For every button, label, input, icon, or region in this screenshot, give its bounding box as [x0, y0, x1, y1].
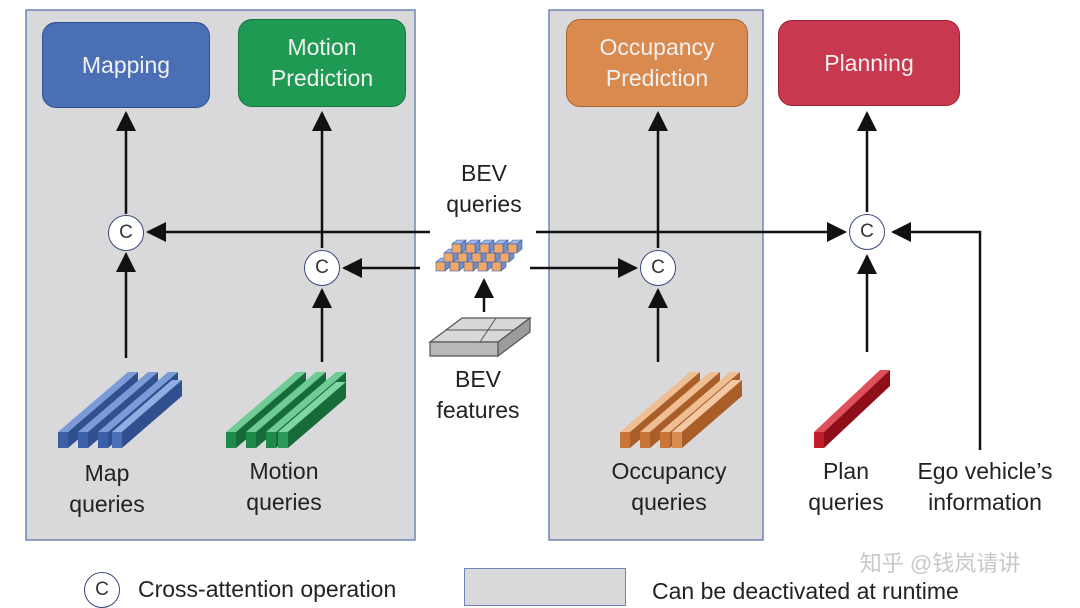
bev-query-cube: [449, 261, 460, 272]
arrow-ego-to-c4: [891, 222, 982, 450]
watermark: 知乎 @钱岚请讲: [859, 551, 1021, 576]
ego-vehicle-info-label: Ego vehicle’s information: [917, 458, 1053, 515]
bev-query-cube: [471, 252, 482, 263]
bev-query-cube: [443, 252, 454, 263]
plan-queries-label: Plan queries: [808, 458, 884, 515]
legend-deactivatable-text: Can be deactivated at runtime: [652, 578, 959, 604]
arrows: [116, 111, 982, 450]
cross-attention-node-planning: C: [849, 214, 885, 250]
planning-module: Planning: [778, 20, 960, 106]
bev-query-cube: [465, 243, 476, 254]
cross-attention-node-motion: C: [304, 250, 340, 286]
bev-queries-label: BEV queries: [446, 160, 522, 217]
bev-query-cube: [491, 261, 502, 272]
bev-query-cube: [479, 243, 490, 254]
bev-query-cube: [457, 252, 468, 263]
cross-attention-node-occupancy: C: [640, 250, 676, 286]
plan-queries-icon: [814, 370, 890, 448]
motion-queries-icon: [226, 372, 346, 448]
bev-query-cube: [463, 261, 474, 272]
bev-query-cube: [485, 252, 496, 263]
bev-query-cube: [499, 252, 510, 263]
motion-prediction-module: Motion Prediction: [238, 19, 406, 107]
occupancy-queries-icon: [620, 372, 742, 448]
map-queries-icon: [58, 372, 182, 448]
bev-query-cube: [451, 243, 462, 254]
legend-cross-attention-symbol: C: [84, 572, 120, 608]
occupancy-prediction-module: Occupancy Prediction: [566, 19, 748, 107]
bev-query-cube: [477, 261, 488, 272]
map-queries-label: Map queries: [69, 460, 145, 517]
cross-attention-node-mapping: C: [108, 215, 144, 251]
mapping-module: Mapping: [42, 22, 210, 108]
bev-query-cube: [493, 243, 504, 254]
bev-query-cube: [507, 243, 518, 254]
legend-cross-attention-text: Cross-attention operation: [138, 576, 397, 602]
motion-queries-label: Motion queries: [246, 458, 322, 515]
occupancy-queries-label: Occupancy queries: [611, 458, 727, 515]
bev-queries-icon: [435, 239, 523, 272]
bev-features-icon: [428, 316, 532, 358]
bev-query-cube: [435, 261, 446, 272]
bev-features-label: BEV features: [436, 366, 520, 423]
legend-deactivatable-swatch: [464, 568, 626, 606]
